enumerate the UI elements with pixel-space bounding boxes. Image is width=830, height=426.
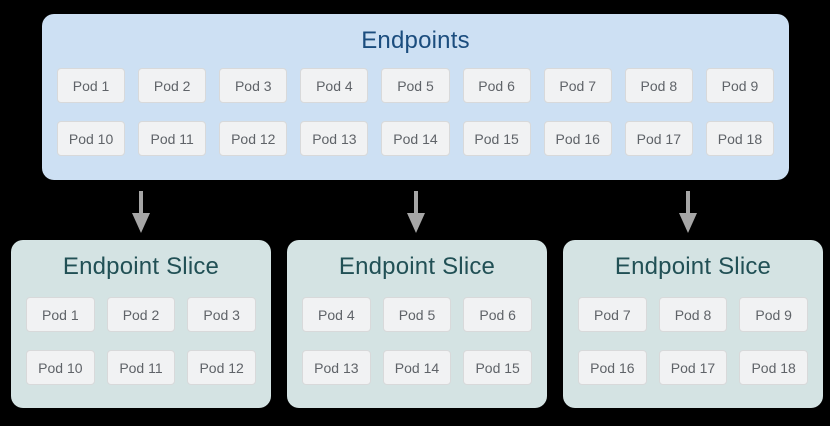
pod-box: Pod 13: [302, 350, 371, 385]
endpoint-slice-title: Endpoint Slice: [62, 253, 220, 280]
pod-box: Pod 2: [106, 297, 176, 332]
endpoint-slice-box: Endpoint Slice Pod 4 Pod 5 Pod 6 Pod 13 …: [287, 240, 547, 408]
pod-box: Pod 14: [382, 350, 452, 385]
endpoints-box: Endpoints Pod 1 Pod 2 Pod 3 Pod 4 Pod 5 …: [42, 14, 789, 180]
pod-box: Pod 15: [462, 121, 531, 156]
pod-box: Pod 12: [219, 121, 288, 156]
pod-box: Pod 7: [543, 68, 612, 103]
pod-box: Pod 11: [138, 121, 207, 156]
pod-box: Pod 13: [300, 121, 369, 156]
pod-box: Pod 8: [624, 68, 693, 103]
pod-box: Pod 5: [381, 68, 450, 103]
arrow-head: [132, 213, 150, 233]
pod-box: Pod 8: [658, 297, 728, 332]
endpoint-slice-box: Endpoint Slice Pod 7 Pod 8 Pod 9 Pod 16 …: [563, 240, 823, 408]
arrow-head: [679, 213, 697, 233]
slice-pod-grid: Pod 1 Pod 2 Pod 3 Pod 10 Pod 11 Pod 12: [26, 297, 256, 385]
pod-box: Pod 1: [57, 68, 126, 103]
pod-box: Pod 4: [300, 68, 369, 103]
endpoint-slice-title: Endpoint Slice: [338, 253, 496, 280]
pod-box: Pod 10: [57, 121, 126, 156]
pod-box: Pod 17: [624, 121, 693, 156]
pod-box: Pod 14: [381, 121, 450, 156]
arrow-head: [407, 213, 425, 233]
pod-box: Pod 12: [187, 350, 256, 385]
pod-box: Pod 6: [462, 68, 531, 103]
endpoints-pod-grid: Pod 1 Pod 2 Pod 3 Pod 4 Pod 5 Pod 6 Pod …: [57, 68, 774, 156]
slice-pod-grid: Pod 4 Pod 5 Pod 6 Pod 13 Pod 14 Pod 15: [302, 297, 532, 385]
pod-box: Pod 1: [26, 297, 95, 332]
endpoint-slice-box: Endpoint Slice Pod 1 Pod 2 Pod 3 Pod 10 …: [11, 240, 271, 408]
pod-box: Pod 17: [658, 350, 728, 385]
pod-box: Pod 3: [219, 68, 288, 103]
pod-box: Pod 7: [578, 297, 647, 332]
pod-box: Pod 16: [578, 350, 647, 385]
arrow-stem: [414, 191, 418, 214]
arrow-stem: [139, 191, 143, 214]
pod-box: Pod 18: [739, 350, 808, 385]
arrow-stem: [686, 191, 690, 214]
pod-box: Pod 5: [382, 297, 452, 332]
pod-box: Pod 11: [106, 350, 176, 385]
pod-box: Pod 3: [187, 297, 256, 332]
endpoints-title: Endpoints: [361, 27, 470, 54]
slice-pod-grid: Pod 7 Pod 8 Pod 9 Pod 16 Pod 17 Pod 18: [578, 297, 808, 385]
pod-box: Pod 15: [463, 350, 532, 385]
down-arrow-icon: [679, 191, 697, 233]
down-arrow-icon: [132, 191, 150, 233]
pod-box: Pod 18: [705, 121, 774, 156]
pod-box: Pod 2: [138, 68, 207, 103]
pod-box: Pod 10: [26, 350, 95, 385]
pod-box: Pod 6: [463, 297, 532, 332]
pod-box: Pod 9: [739, 297, 808, 332]
down-arrow-icon: [407, 191, 425, 233]
pod-box: Pod 4: [302, 297, 371, 332]
endpoint-slice-title: Endpoint Slice: [614, 253, 772, 280]
pod-box: Pod 16: [543, 121, 612, 156]
pod-box: Pod 9: [705, 68, 774, 103]
